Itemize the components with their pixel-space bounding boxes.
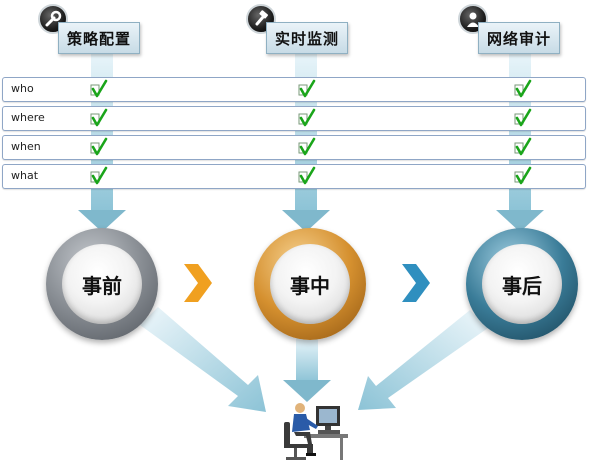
- chevron-right-icon: [402, 264, 430, 302]
- stage-label-during: 事中: [270, 244, 350, 324]
- stage-circle-before: 事前: [46, 228, 158, 340]
- operator-at-computer-icon: [284, 403, 348, 460]
- check-icon: [298, 166, 316, 185]
- row-label: when: [11, 140, 41, 153]
- check-icon: [90, 108, 108, 127]
- row-who: who: [2, 77, 586, 102]
- row-label: who: [11, 82, 34, 95]
- check-icon: [514, 108, 532, 127]
- column-header-label: 策略配置: [66, 29, 131, 48]
- diag-arrow-right: [358, 310, 488, 410]
- check-icon: [298, 108, 316, 127]
- column-header-audit: 网络审计: [478, 22, 560, 54]
- check-icon: [298, 137, 316, 156]
- column-header-monitor: 实时监测: [266, 22, 348, 54]
- check-icon: [514, 166, 532, 185]
- chevron-right-icon: [184, 264, 212, 302]
- stage-label-before: 事前: [62, 244, 142, 324]
- check-icon: [514, 79, 532, 98]
- check-icon: [90, 137, 108, 156]
- stage-circle-during: 事中: [254, 228, 366, 340]
- check-icon: [90, 79, 108, 98]
- check-icon: [298, 79, 316, 98]
- check-icon: [514, 137, 532, 156]
- column-header-label: 实时监测: [274, 29, 339, 48]
- diag-arrow-left: [140, 307, 266, 412]
- hammer-icon: [246, 4, 276, 34]
- row-label: where: [11, 111, 45, 124]
- column-header-policy: 策略配置: [58, 22, 140, 54]
- row-label: what: [11, 169, 39, 182]
- down-arrow-center: [283, 338, 331, 402]
- check-icon: [90, 166, 108, 185]
- stage-circle-after: 事后: [466, 228, 578, 340]
- stage-label-after: 事后: [482, 244, 562, 324]
- column-header-label: 网络审计: [486, 29, 551, 48]
